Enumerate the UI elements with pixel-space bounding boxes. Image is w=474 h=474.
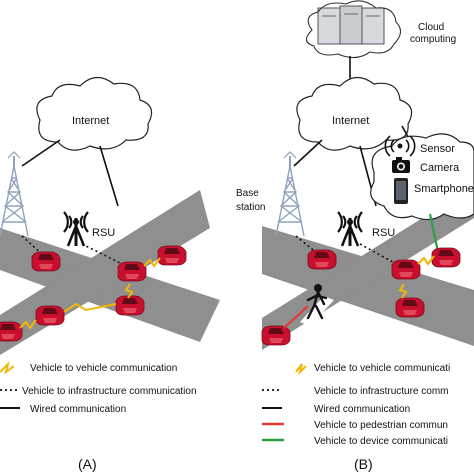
internet-label: Internet: [332, 115, 369, 127]
legend-label: Vehicle to vehicle communicati: [314, 363, 450, 374]
v2v-link: [124, 283, 134, 299]
car-icon: [117, 261, 147, 282]
car-icon: [307, 249, 337, 270]
caption-b: (B): [354, 456, 373, 472]
legend-label: Vehicle to infrastructure communication: [22, 386, 197, 397]
v2v-link: [417, 255, 435, 266]
legend-label: Wired communication: [30, 404, 126, 415]
v2v-link: [63, 302, 117, 313]
legend-label: Wired communication: [314, 404, 410, 415]
v2p-link: [283, 305, 309, 329]
car-icon: [391, 259, 421, 280]
internet-cloud: Internet: [296, 76, 413, 151]
wired-link: [293, 139, 323, 167]
smartphone-icon: [394, 178, 408, 204]
v2v-link: [398, 283, 408, 299]
device-label: Sensor: [420, 143, 455, 155]
device-cloud: Sensor Camera Smartphone: [370, 133, 474, 221]
rsu-antenna-icon: [62, 210, 90, 248]
car-icon: [157, 245, 187, 266]
cloud-computing-shape: [305, 0, 402, 59]
legend-item-v2v: Vehicle to vehicle communicati: [295, 363, 450, 376]
base-station-label: station: [236, 202, 265, 213]
car-icon: [115, 295, 145, 316]
car-icon: [31, 251, 61, 272]
cloud-label: computing: [410, 34, 456, 45]
rsu-antenna-icon: [336, 210, 364, 248]
device-label: Smartphone: [414, 183, 474, 195]
base-station-label: Base: [236, 188, 259, 199]
legend-b: Vehicle to vehicle communicati Vehicle t…: [262, 363, 450, 447]
legend-label: Vehicle to vehicle communication: [30, 363, 177, 374]
camera-icon: [392, 157, 410, 173]
v2v-link: [19, 319, 37, 330]
pedestrian-icon: [306, 284, 328, 320]
car-icon: [395, 297, 425, 318]
legend-item-wired: Wired communication: [262, 404, 410, 415]
car-icon: [431, 247, 461, 268]
car-icon: [35, 305, 65, 326]
internet-cloud: Internet: [36, 76, 153, 151]
panel-a: Internet RSU Vehicle to vehicle communic: [0, 76, 220, 472]
panel-b: Cloud computing Internet Sensor: [236, 0, 474, 472]
legend-item-v2i: Vehicle to infrastructure comm: [262, 386, 449, 397]
legend-label: Vehicle to infrastructure comm: [314, 386, 449, 397]
wired-link: [21, 139, 61, 167]
caption-a: (A): [78, 456, 97, 472]
legend-label: Vehicle to device communicati: [314, 436, 448, 447]
tower-icon: [275, 151, 305, 237]
legend-item-v2p: Vehicle to pedestrian commun: [262, 420, 448, 431]
cloud-label: Cloud: [418, 22, 444, 33]
rsu-label: RSU: [92, 227, 115, 239]
car-icon: [0, 321, 23, 342]
car-icon: [261, 325, 291, 346]
device-label: Camera: [420, 162, 460, 174]
legend-a: Vehicle to vehicle communication Vehicle…: [0, 360, 197, 415]
rsu-label: RSU: [372, 227, 395, 239]
internet-label: Internet: [72, 115, 109, 127]
v2v-link: [143, 257, 161, 268]
legend-item-v2v: Vehicle to vehicle communication: [0, 360, 177, 375]
sensor-icon: [384, 135, 416, 157]
v2i-link: [81, 243, 131, 269]
wired-link: [99, 145, 119, 207]
legend-item-v2d: Vehicle to device communicati: [262, 436, 448, 447]
legend-item-wired: Wired communication: [0, 404, 126, 415]
legend-item-v2i: Vehicle to infrastructure communication: [0, 386, 197, 397]
v2d-link: [428, 213, 440, 253]
legend-label: Vehicle to pedestrian commun: [314, 420, 448, 431]
server-rack-icon: [317, 5, 385, 45]
